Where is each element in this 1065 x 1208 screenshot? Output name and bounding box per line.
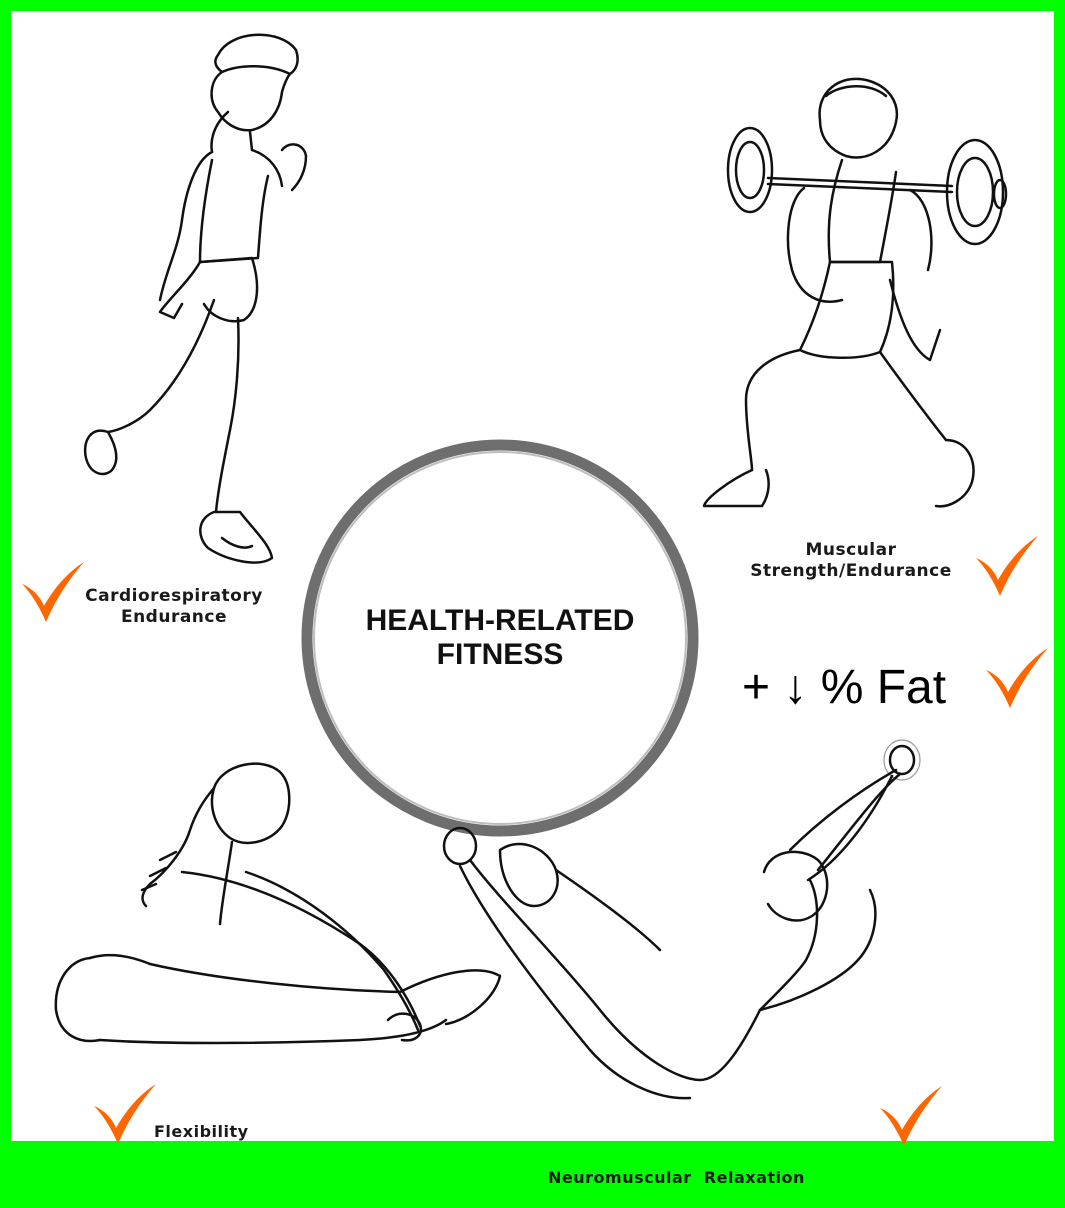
weightlifter-figure	[704, 79, 1006, 506]
strength-label: Muscular Strength/Endurance	[726, 540, 976, 583]
strength-label-line1: Muscular	[726, 540, 976, 561]
cardio-label-line2: Endurance	[64, 607, 284, 628]
checkmark-icon	[880, 1086, 942, 1146]
runner-figure	[85, 35, 306, 563]
strength-label-line2: Strength/Endurance	[726, 561, 976, 582]
center-title-line1: HEALTH-RELATED	[330, 604, 670, 638]
checkmark-icon	[94, 1084, 156, 1144]
flexibility-label-line1: Flexibility	[154, 1122, 294, 1142]
center-title: HEALTH-RELATED FITNESS	[330, 604, 670, 672]
checkmark-icon	[986, 648, 1048, 708]
cardio-label: Cardiorespiratory Endurance	[64, 586, 284, 629]
relaxation-label: Neuromuscular Relaxation	[548, 1128, 878, 1208]
percent-fat-note: + ↓ % Fat	[742, 660, 972, 715]
relaxation-label-line1: Neuromuscular Relaxation	[548, 1168, 878, 1188]
flexibility-label: Flexibility	[154, 1122, 294, 1142]
center-title-line2: FITNESS	[330, 638, 670, 672]
cardio-label-line1: Cardiorespiratory	[64, 586, 284, 607]
checkmark-icon	[976, 536, 1038, 596]
